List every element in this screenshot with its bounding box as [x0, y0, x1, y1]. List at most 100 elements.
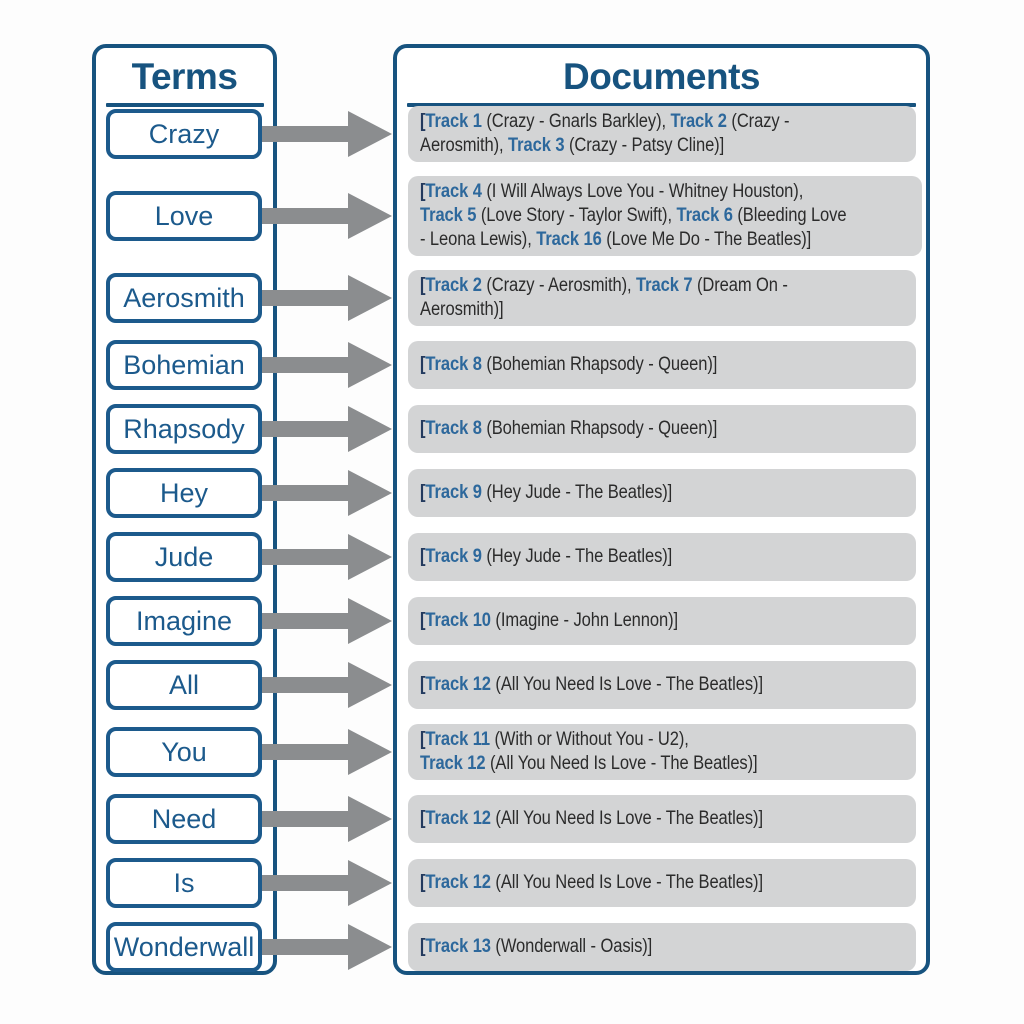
posting-list-text: [Track 11 (With or Without You - U2), Tr… [420, 728, 758, 776]
track-ref: Track 8 [425, 354, 482, 375]
index-row-love: Love [Track 4 (I Will Always Love You - … [106, 176, 923, 256]
track-detail: (Bleeding Love [732, 205, 847, 226]
track-ref: Track 5 [420, 205, 477, 226]
posting-list-need: [Track 12 (All You Need Is Love - The Be… [408, 795, 916, 843]
track-ref: Track 9 [425, 482, 482, 503]
index-row-aerosmith: Aerosmith [Track 2 (Crazy - Aerosmith), … [106, 270, 916, 326]
term-label: Crazy [148, 118, 220, 149]
term-box-wonderwall: Wonderwall [106, 922, 262, 972]
mapping-arrow-icon [262, 795, 392, 843]
arrow-shaft [262, 744, 350, 760]
arrow-shaft [262, 549, 350, 565]
posting-list-text: [Track 13 (Wonderwall - Oasis)] [420, 935, 652, 959]
open-bracket: [ [420, 546, 426, 567]
index-row-hey: Hey [Track 9 (Hey Jude - The Beatles)] [106, 468, 916, 518]
posting-list-aerosmith: [Track 2 (Crazy - Aerosmith), Track 7 (D… [408, 270, 916, 326]
arrow-shaft [262, 811, 350, 827]
posting-list-text: [Track 12 (All You Need Is Love - The Be… [420, 807, 763, 831]
track-ref: Track 7 [636, 275, 693, 296]
term-label: Is [173, 867, 195, 898]
track-detail: (Crazy - Gnarls Barkley), [481, 111, 671, 132]
mapping-arrow-icon [262, 192, 392, 240]
posting-list-text: [Track 9 (Hey Jude - The Beatles)] [420, 545, 672, 569]
track-ref: Track 16 [536, 229, 602, 250]
posting-list-text: [Track 8 (Bohemian Rhapsody - Queen)] [420, 353, 717, 377]
track-ref: Track 8 [425, 418, 482, 439]
posting-list-text: [Track 10 (Imagine - John Lennon)] [420, 609, 678, 633]
track-ref: Track 12 [420, 753, 486, 774]
posting-list-rhapsody: [Track 8 (Bohemian Rhapsody - Queen)] [408, 405, 916, 453]
index-row-need: Need [Track 12 (All You Need Is Love - T… [106, 794, 916, 844]
track-detail: (All You Need Is Love - The Beatles)] [490, 674, 763, 695]
track-detail: (Imagine - John Lennon)] [490, 610, 679, 631]
arrow-head [348, 534, 392, 580]
term-box-imagine: Imagine [106, 596, 262, 646]
mapping-arrow-icon [262, 341, 392, 389]
track-ref: Track 9 [425, 546, 482, 567]
arrow-shaft [262, 939, 350, 955]
mapping-arrow-icon [262, 533, 392, 581]
posting-list-text: [Track 12 (All You Need Is Love - The Be… [420, 673, 763, 697]
posting-list-imagine: [Track 10 (Imagine - John Lennon)] [408, 597, 916, 645]
posting-list-you: [Track 11 (With or Without You - U2), Tr… [408, 724, 916, 780]
track-detail: (With or Without You - U2), [489, 729, 689, 750]
arrow-shaft [262, 485, 350, 501]
term-box-love: Love [106, 191, 262, 241]
mapping-arrow-icon [262, 469, 392, 517]
track-ref: Track 1 [425, 111, 482, 132]
terms-panel-title: Terms [131, 56, 238, 97]
index-row-imagine: Imagine [Track 10 (Imagine - John Lennon… [106, 596, 916, 646]
arrow-shaft [262, 126, 350, 142]
term-label: Aerosmith [123, 282, 245, 313]
open-bracket: [ [420, 418, 426, 439]
open-bracket: [ [420, 872, 426, 893]
track-ref: Track 12 [425, 872, 491, 893]
track-ref: Track 3 [508, 135, 565, 156]
term-box-aerosmith: Aerosmith [106, 273, 262, 323]
posting-list-jude: [Track 9 (Hey Jude - The Beatles)] [408, 533, 916, 581]
arrow-shaft [262, 613, 350, 629]
arrow-head [348, 796, 392, 842]
open-bracket: [ [420, 111, 426, 132]
arrow-shaft [262, 208, 350, 224]
track-ref: Track 13 [425, 936, 491, 957]
track-ref: Track 6 [676, 205, 733, 226]
arrow-head [348, 924, 392, 970]
term-label: Wonderwall [113, 931, 255, 962]
term-label: Imagine [135, 605, 233, 636]
track-detail: Aerosmith)] [420, 299, 504, 320]
track-detail: Aerosmith), [420, 135, 509, 156]
track-detail: (Crazy - [726, 111, 790, 132]
posting-list-all: [Track 12 (All You Need Is Love - The Be… [408, 661, 916, 709]
track-detail: (Love Story - Taylor Swift), [476, 205, 677, 226]
mapping-arrow-icon [262, 859, 392, 907]
index-row-crazy: Crazy [Track 1 (Crazy - Gnarls Barkley),… [106, 106, 916, 162]
posting-list-is: [Track 12 (All You Need Is Love - The Be… [408, 859, 916, 907]
track-detail: (Bohemian Rhapsody - Queen)] [481, 418, 718, 439]
posting-list-hey: [Track 9 (Hey Jude - The Beatles)] [408, 469, 916, 517]
track-detail: (Wonderwall - Oasis)] [490, 936, 653, 957]
open-bracket: [ [420, 936, 426, 957]
arrow-shaft [262, 677, 350, 693]
posting-list-wonderwall: [Track 13 (Wonderwall - Oasis)] [408, 923, 916, 971]
term-label: You [161, 736, 207, 767]
arrow-head [348, 275, 392, 321]
track-detail: (All You Need Is Love - The Beatles)] [490, 872, 763, 893]
open-bracket: [ [420, 354, 426, 375]
mapping-arrow-icon [262, 728, 392, 776]
arrow-shaft [262, 290, 350, 306]
arrow-head [348, 662, 392, 708]
open-bracket: [ [420, 674, 426, 695]
track-ref: Track 2 [670, 111, 727, 132]
mapping-arrow-icon [262, 110, 392, 158]
posting-list-love: [Track 4 (I Will Always Love You - Whitn… [408, 176, 923, 256]
index-row-is: Is [Track 12 (All You Need Is Love - The… [106, 858, 916, 908]
track-detail: (I Will Always Love You - Whitney Housto… [481, 181, 804, 202]
mapping-arrow-icon [262, 405, 392, 453]
term-label: Bohemian [123, 349, 245, 380]
term-box-rhapsody: Rhapsody [106, 404, 262, 454]
index-row-wonderwall: Wonderwall [Track 13 (Wonderwall - Oasis… [106, 922, 916, 972]
arrow-head [348, 860, 392, 906]
track-detail: (Crazy - Aerosmith), [481, 275, 637, 296]
